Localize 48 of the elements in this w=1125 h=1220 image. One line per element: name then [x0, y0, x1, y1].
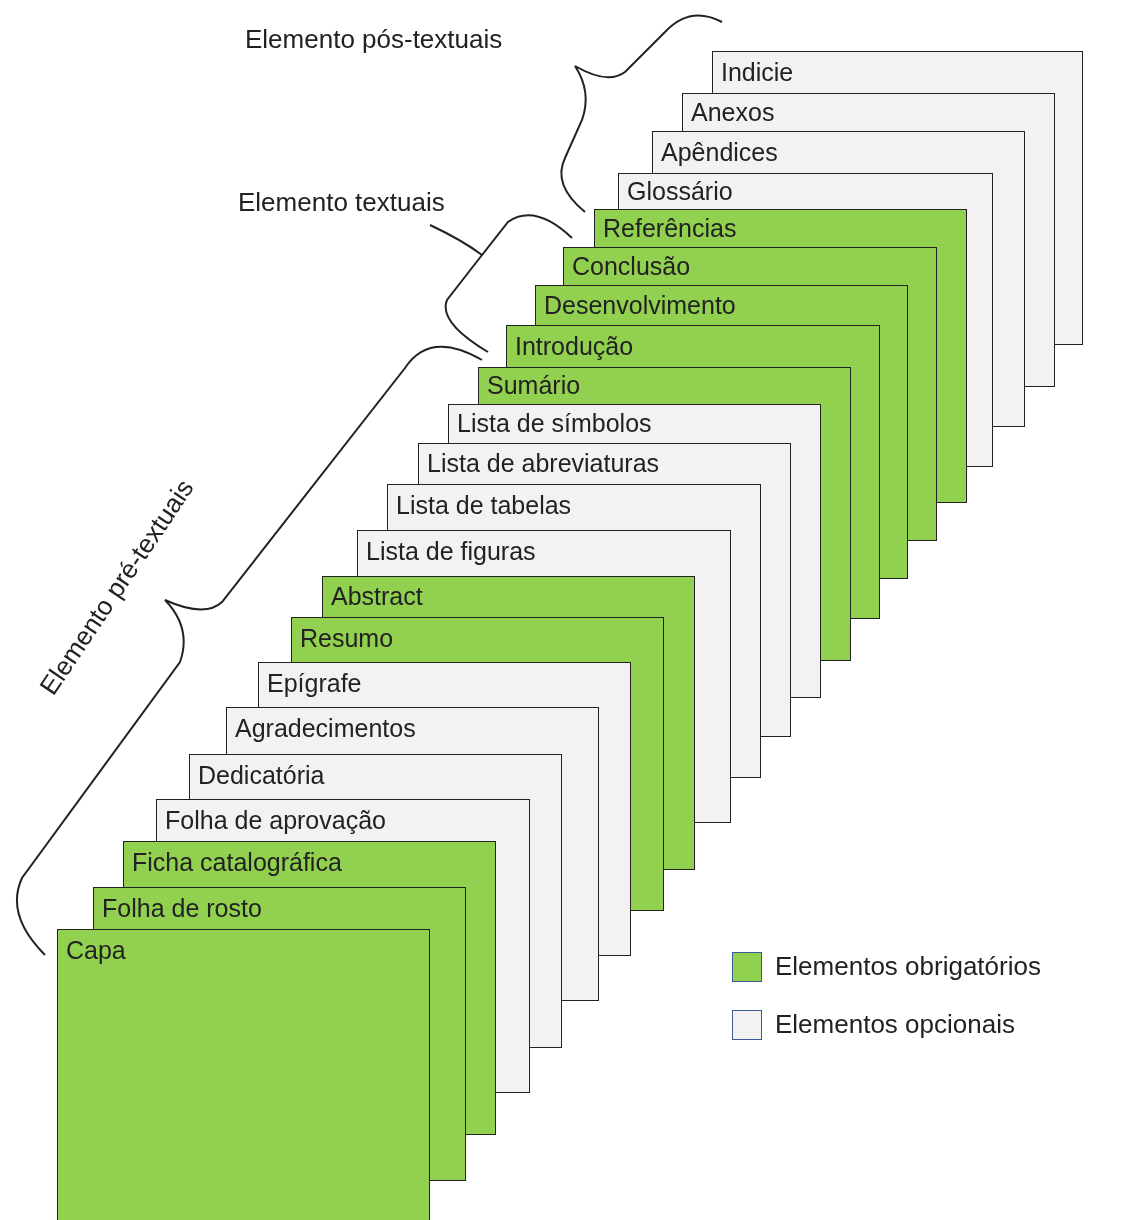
legend-label: Elementos obrigatórios: [775, 950, 1041, 983]
page-title: Lista de abreviaturas: [427, 448, 660, 479]
page-title: Anexos: [691, 97, 775, 128]
page-header: [448, 404, 821, 443]
page-card: [57, 929, 430, 1220]
page-header: [357, 530, 731, 576]
page-title: Lista de símbolos: [457, 408, 652, 439]
page-title: Resumo: [300, 623, 394, 654]
page-title: Dedicatória: [198, 760, 325, 791]
page-header: [594, 209, 967, 247]
page-header: [418, 443, 791, 484]
page-title: Capa: [66, 935, 126, 966]
page-header: [682, 93, 1055, 131]
page-title: Folha de rosto: [102, 893, 262, 924]
page-title: Desenvolvimento: [544, 290, 736, 321]
page-title: Abstract: [331, 581, 423, 612]
page-header: [322, 576, 695, 617]
page-header: [123, 841, 496, 887]
page-title: Epígrafe: [267, 668, 362, 699]
section-label: Elemento pós-textuais: [245, 23, 503, 56]
page-header: [563, 247, 937, 285]
page-title: Indicie: [721, 57, 794, 88]
page-header: [93, 887, 466, 929]
page-header: [226, 707, 599, 754]
page-header: [652, 131, 1025, 173]
page-title: Conclusão: [572, 251, 691, 282]
page-title: Lista de figuras: [366, 536, 536, 567]
page-header: [258, 662, 631, 707]
page-header: [618, 173, 993, 209]
page-title: Introdução: [515, 331, 634, 362]
legend-label: Elementos opcionais: [775, 1008, 1015, 1041]
page-title: Glossário: [627, 176, 733, 207]
page-header: [535, 285, 908, 325]
page-title: Folha de aprovação: [165, 805, 386, 836]
section-label: Elemento textuais: [238, 186, 445, 219]
page-title: Agradecimentos: [235, 713, 416, 744]
page-header: [387, 484, 761, 530]
page-header: [506, 325, 880, 367]
page-header: [189, 754, 562, 799]
page-header: [156, 799, 530, 841]
page-title: Apêndices: [661, 137, 778, 168]
page-header: [291, 617, 664, 662]
page-title: Sumário: [487, 370, 581, 401]
page-header: [478, 367, 851, 404]
page-title: Ficha catalográfica: [132, 847, 342, 878]
page-header: [712, 51, 1083, 93]
page-title: Lista de tabelas: [396, 490, 572, 521]
page-title: Referências: [603, 213, 737, 244]
